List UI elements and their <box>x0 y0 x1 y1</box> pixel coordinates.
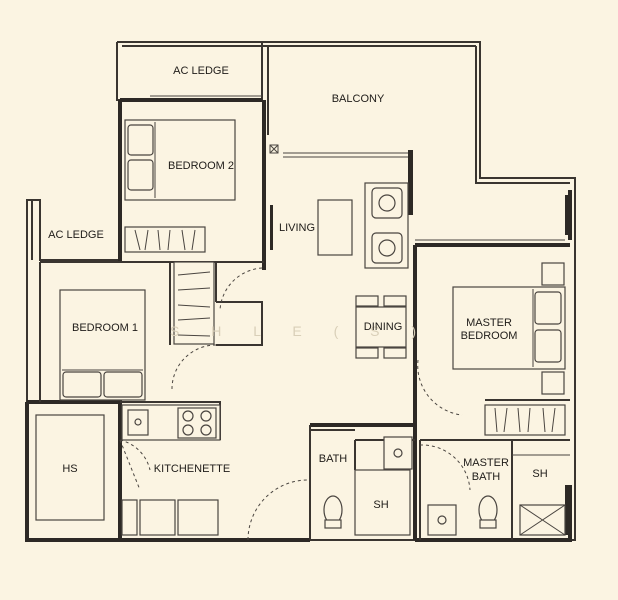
watermark: S H L E ( S ) <box>170 323 430 339</box>
label-master-bath-line1: MASTER <box>463 457 509 469</box>
label-sh-common: SH <box>373 499 388 511</box>
label-living: LIVING <box>279 222 315 234</box>
label-sh-master: SH <box>532 468 547 480</box>
label-ac-ledge-top: AC LEDGE <box>173 65 229 77</box>
master-bedroom-furniture <box>452 262 566 436</box>
label-ac-ledge-left: AC LEDGE <box>48 229 104 241</box>
label-master-bath-line2: BATH <box>472 471 501 483</box>
kitchenette-furniture <box>35 404 221 536</box>
label-balcony: BALCONY <box>332 93 385 105</box>
door-swings <box>119 267 471 541</box>
bedroom1-furniture <box>59 261 215 401</box>
label-kitchenette: KITCHENETTE <box>154 463 230 475</box>
label-master-bedroom-line2: BEDROOM <box>461 330 518 342</box>
label-bedroom-1: BEDROOM 1 <box>72 322 138 334</box>
label-master-bedroom-line1: MASTER <box>466 317 512 329</box>
living-furniture <box>269 144 409 269</box>
label-bath: BATH <box>319 453 348 465</box>
interior-walls <box>39 261 570 540</box>
dining-furniture <box>355 295 407 359</box>
windows <box>118 95 570 535</box>
room-labels: AC LEDGE BALCONY BEDROOM 2 AC LEDGE LIVI… <box>48 65 548 511</box>
bath-fixtures <box>323 436 570 536</box>
bedroom2-furniture <box>124 119 236 253</box>
label-dining: DINING <box>364 321 403 333</box>
label-hs: HS <box>62 463 77 475</box>
label-bedroom-2: BEDROOM 2 <box>168 160 234 172</box>
